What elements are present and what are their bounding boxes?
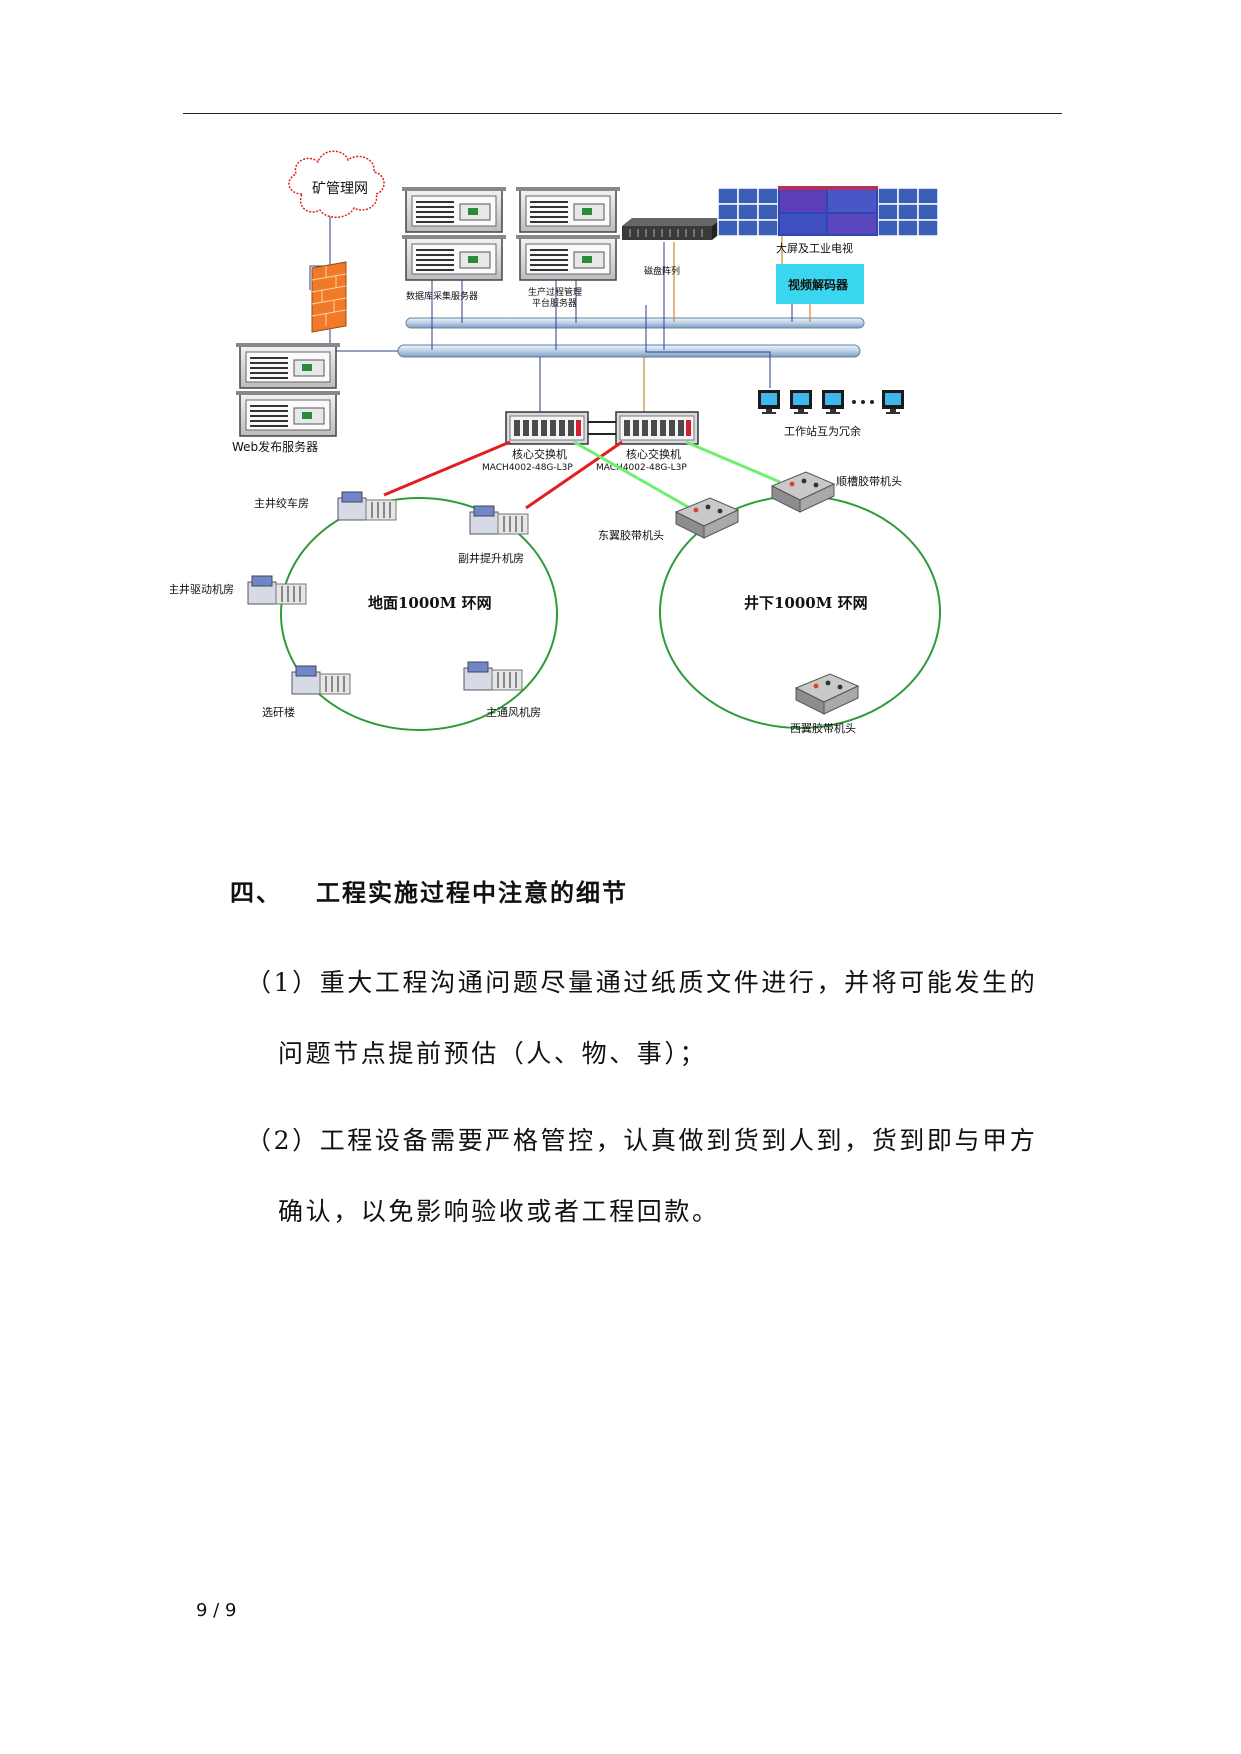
core-switch-label-1: 核心交换机	[512, 447, 567, 461]
shun-belt-label: 顺槽胶带机头	[836, 474, 902, 488]
disk-array-label: 磁盘阵列	[644, 265, 680, 277]
video-decoder-label: 视频解码器	[788, 277, 849, 292]
underground-ring-label: 井下1000M 环网	[744, 594, 868, 612]
cloud-icon	[288, 150, 385, 218]
process-server-icon-top	[515, 186, 621, 233]
item-1-line-1: （1）重大工程沟通问题尽量通过纸质文件进行，并将可能发生的	[246, 968, 1038, 997]
coal-prep-label: 选矸楼	[262, 705, 295, 719]
db-server-icon-top	[401, 186, 507, 233]
network-diagram: 矿管理网 数据库采集服务器 生产过程管理 平台服务器 Web发布服务器	[170, 150, 1070, 830]
west-belt-box-icon	[795, 673, 859, 715]
core-switch-model-1: MACH4002-48G-L3P	[482, 463, 573, 473]
page-number: 9 / 9	[196, 1600, 237, 1621]
process-server-label-2: 平台服务器	[532, 297, 577, 309]
process-server-icon	[515, 234, 621, 281]
mine-network-label: 矿管理网	[312, 181, 368, 197]
red-link-1	[383, 440, 511, 497]
workstations-label: 工作站互为冗余	[784, 424, 861, 438]
firewall-icon	[311, 261, 347, 333]
item-1-line-2: 问题节点提前预估（人、物、事）；	[278, 1039, 708, 1068]
section-title: 工程实施过程中注意的细节	[316, 878, 628, 907]
aux-shaft-hoist-label: 副井提升机房	[458, 551, 524, 565]
db-server-icon	[401, 234, 507, 281]
web-server-icon	[235, 390, 341, 437]
main-shaft-winch-label: 主井绞车房	[254, 496, 309, 510]
red-link-2	[525, 440, 623, 510]
core-switch-label-2: 核心交换机	[626, 447, 681, 461]
db-server-label: 数据库采集服务器	[406, 290, 478, 302]
surface-ring	[280, 497, 558, 731]
core-switch-model-2: MACH4002-48G-L3P	[596, 463, 687, 473]
header-rule	[183, 113, 1062, 114]
video-wall-icon	[717, 186, 939, 237]
section-number: 四、	[230, 878, 282, 907]
web-server-icon-top	[235, 342, 341, 389]
main-vent-label: 主通风机房	[486, 705, 541, 719]
surface-ring-label: 地面1000M 环网	[368, 594, 492, 612]
lower-bus	[397, 344, 861, 358]
web-server-label: Web发布服务器	[232, 439, 318, 454]
disk-array-icon	[622, 218, 722, 240]
east-belt-label: 东翼胶带机头	[598, 528, 664, 542]
workstation-icons	[758, 390, 904, 414]
coal-prep-switch-icon	[291, 665, 351, 695]
main-shaft-drive-switch-icon	[247, 575, 307, 605]
main-vent-switch-icon	[463, 661, 523, 691]
upper-bus	[405, 317, 865, 329]
process-server-label-1: 生产过程管理	[528, 286, 582, 298]
west-belt-label: 西翼胶带机头	[790, 721, 856, 735]
item-2-line-2: 确认，以免影响验收或者工程回款。	[278, 1197, 720, 1226]
item-2-line-1: （2）工程设备需要严格管控，认真做到货到人到，货到即与甲方	[246, 1126, 1038, 1155]
shun-belt-box-icon	[771, 471, 835, 513]
core-switch-icon-1	[505, 411, 589, 445]
video-decoder-box	[776, 264, 864, 304]
main-shaft-winch-switch-icon	[337, 491, 397, 521]
green-link-1	[573, 440, 691, 510]
main-shaft-drive-label: 主井驱动机房	[170, 582, 234, 596]
big-screen-label: 大屏及工业电视	[776, 241, 853, 255]
aux-shaft-hoist-switch-icon	[469, 505, 529, 535]
core-switch-icon-2	[615, 411, 699, 445]
green-link-2	[685, 440, 781, 484]
section-heading: 四、 工程实施过程中注意的细节	[230, 873, 628, 908]
